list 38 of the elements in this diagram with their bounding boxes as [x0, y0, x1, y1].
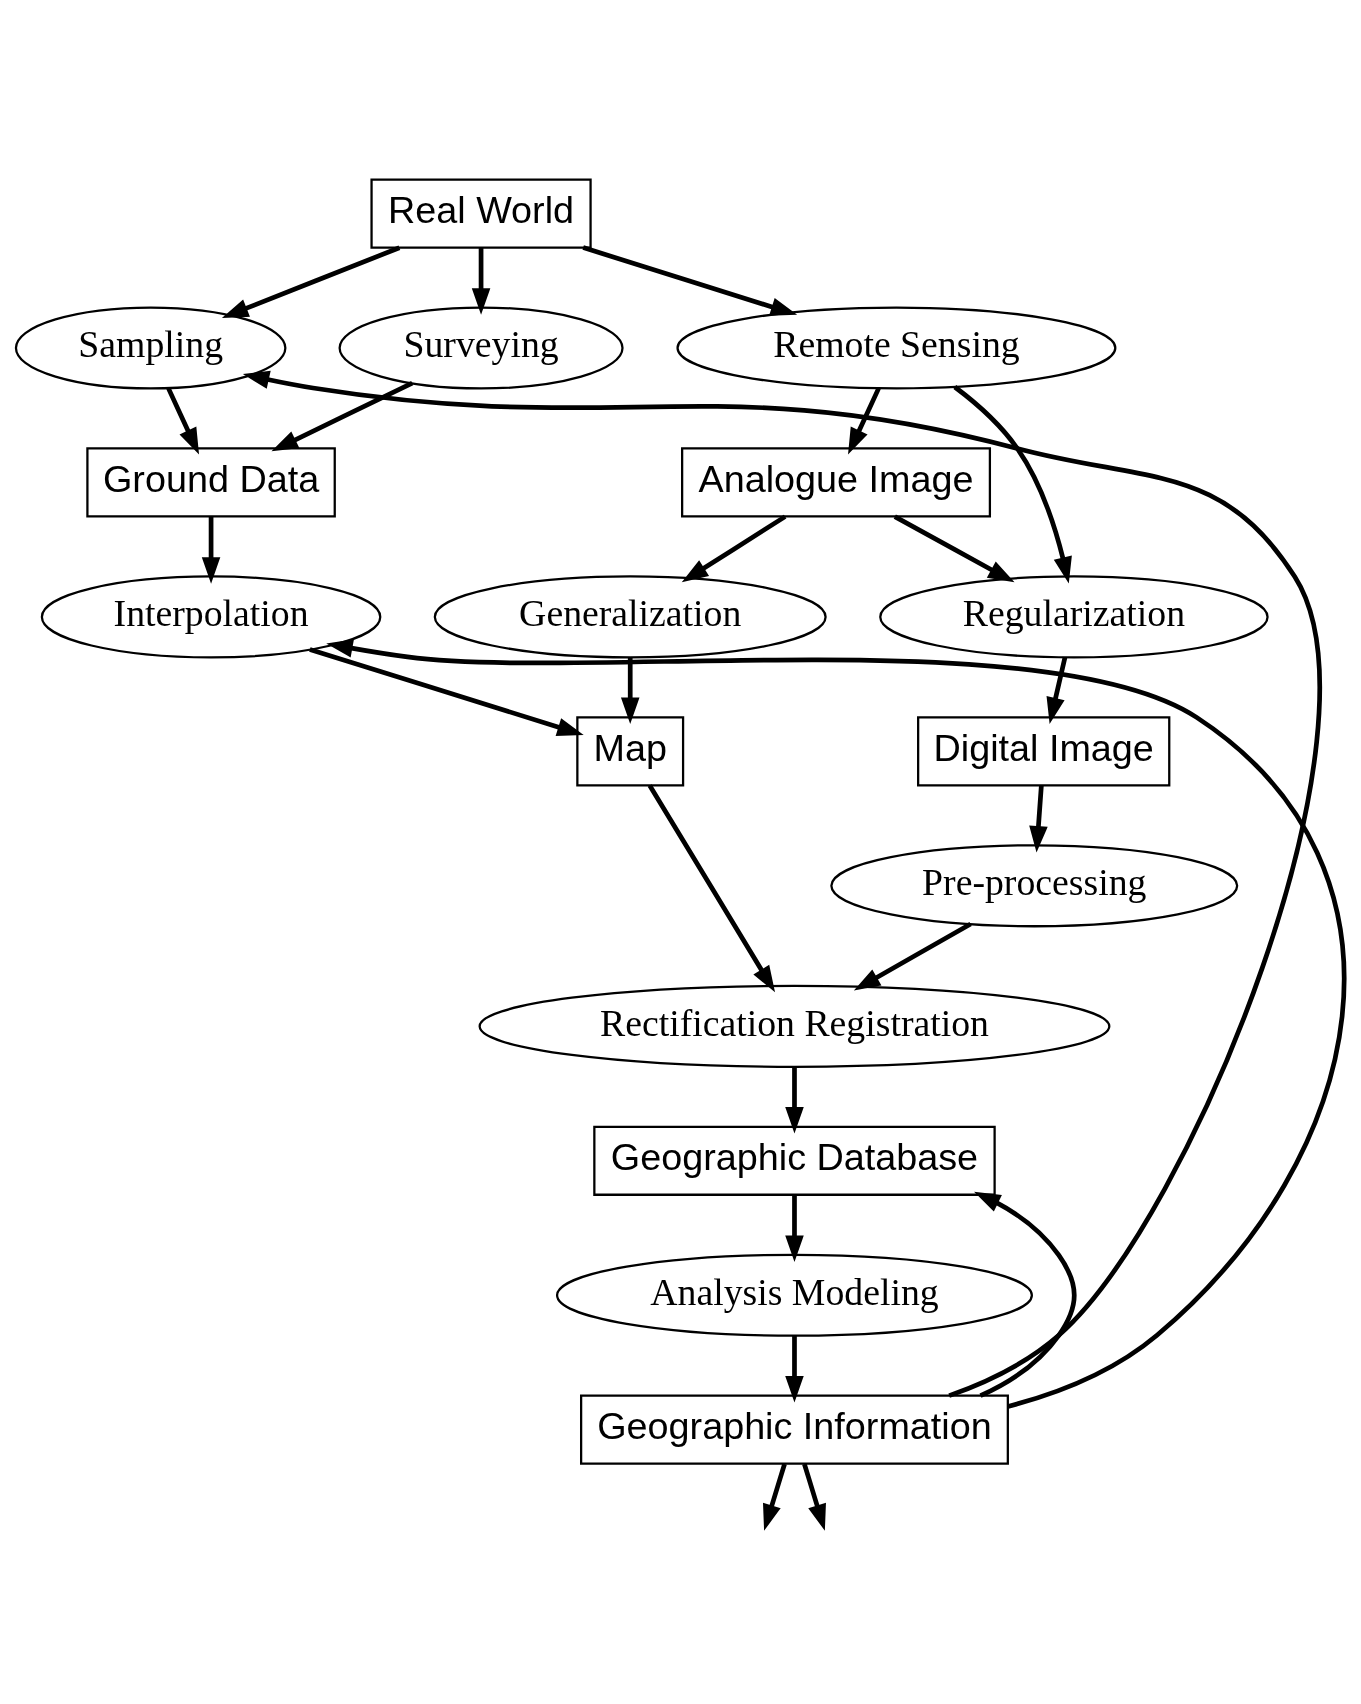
arrow — [471, 247, 491, 315]
node-box: Digital Image — [917, 715, 1171, 786]
node-ellipse: Remote Sensing — [676, 305, 1117, 390]
node-box: Analogue Image — [681, 446, 992, 518]
node-ellipse: Rectification Registration — [478, 984, 1111, 1068]
arrow — [763, 1462, 787, 1531]
arrow — [893, 514, 1015, 582]
arrow — [848, 386, 881, 455]
arrow — [785, 1194, 804, 1262]
node-ellipse: Generalization — [433, 574, 827, 658]
arrow — [201, 516, 221, 584]
node-ellipse: Surveying — [338, 305, 624, 390]
arrow — [620, 656, 640, 724]
arrow — [309, 646, 584, 736]
arrow — [221, 245, 401, 318]
arrow — [166, 386, 200, 455]
node-box: Real World — [370, 177, 592, 249]
arrow — [802, 1462, 826, 1531]
arrow — [853, 921, 972, 991]
node-box: Geographic Database — [593, 1125, 996, 1196]
arrow — [326, 638, 1346, 1409]
arrow — [647, 783, 776, 992]
arrow — [974, 1191, 1077, 1398]
node-box: Ground Data — [86, 446, 336, 518]
node-ellipse: Regularization — [879, 574, 1269, 658]
arrow — [242, 370, 1322, 1398]
arrow — [785, 1335, 804, 1402]
node-ellipse: Analysis Modeling — [555, 1253, 1033, 1337]
arrow — [785, 1066, 804, 1134]
arrow — [1046, 656, 1068, 724]
arrow — [271, 380, 414, 451]
arrow — [953, 384, 1072, 583]
node-box: Geographic Information — [580, 1394, 1009, 1465]
node-ellipse: Pre-processing — [830, 843, 1239, 927]
arrow — [1029, 784, 1048, 853]
arrow — [582, 244, 798, 316]
arrow — [681, 514, 787, 582]
node-box: Map — [576, 715, 685, 786]
